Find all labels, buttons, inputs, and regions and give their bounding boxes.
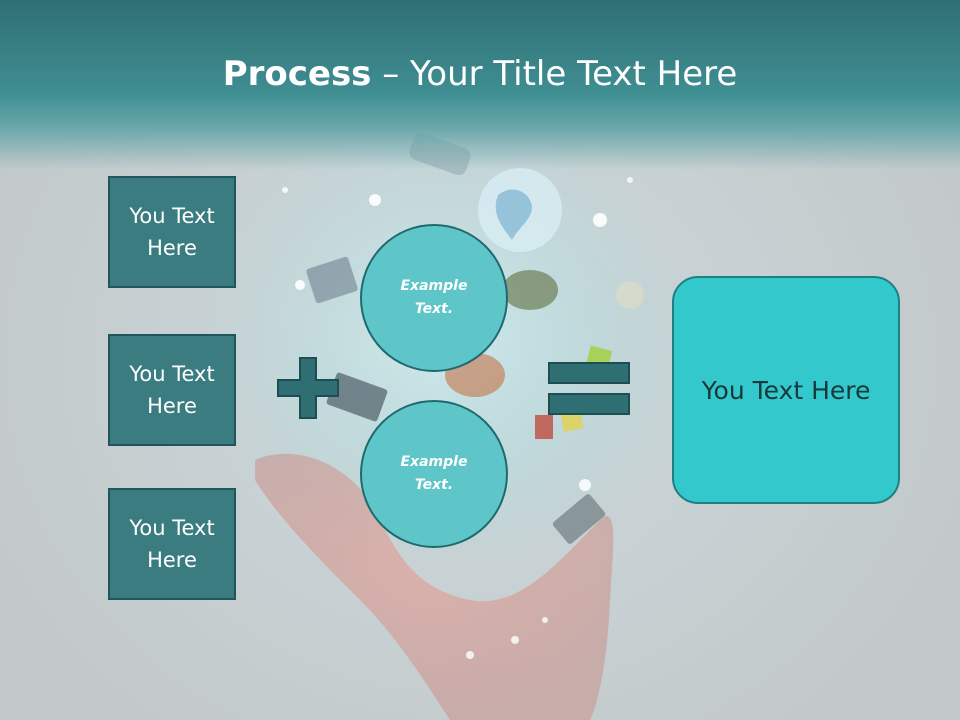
device-icon [326,372,388,422]
hand-shape [255,453,614,720]
title-bold: Process [222,54,372,94]
phone-icon [552,494,606,544]
result-label: You Text Here [701,375,871,405]
text-box-label: You Text Here [129,516,215,572]
equals-icon [548,362,630,415]
title-rest: – Your Title Text Here [371,54,738,94]
plus-icon [277,357,339,419]
text-box-1: You Text Here [108,176,236,288]
photo-icon [306,256,358,304]
text-box-label: You Text Here [129,204,215,260]
result-box: You Text Here [672,276,900,504]
example-circle-1: Example Text. [360,224,508,372]
title-bar [0,0,960,170]
text-box-label: You Text Here [129,362,215,418]
text-box-3: You Text Here [108,488,236,600]
text-box-2: You Text Here [108,334,236,446]
example-circle-2: Example Text. [360,400,508,548]
slide-title: Process – Your Title Text Here [0,52,960,96]
circle-label: Example Text. [400,454,468,493]
tree-icon [502,270,558,310]
circle-label: Example Text. [400,278,468,317]
